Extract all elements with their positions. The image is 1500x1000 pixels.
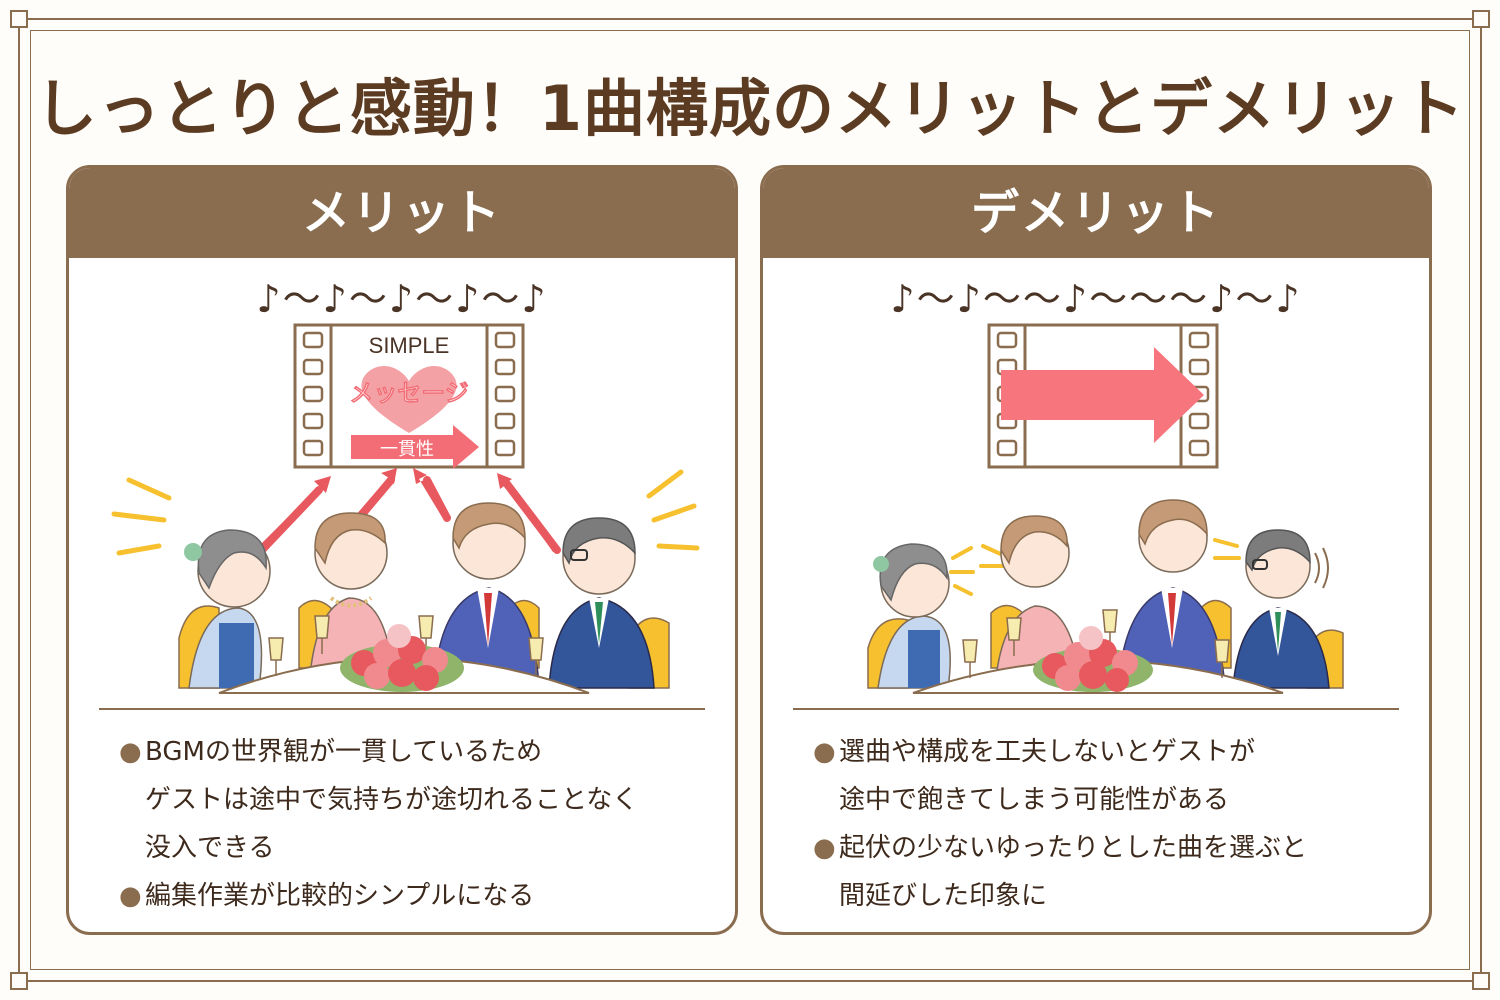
simple-label: SIMPLE [369,333,450,358]
inner-frame [30,30,1470,970]
guest-man-right [548,517,655,689]
bullet-line: 間延びした印象に [839,881,1048,911]
corner-ornament [10,972,28,990]
guest-man-right [1232,529,1330,689]
sparkle-lines [111,469,700,556]
heart-label: メッセージ [349,379,469,407]
page-title: しっとりと感動！1曲構成のメリットとデメリット [34,72,1466,145]
bullet-line: 編集作業が比較的シンプルになる [145,881,535,911]
bullet-line: 起伏の少ないゆったりとした曲を選ぶと [839,833,1308,863]
sound-waves [1314,547,1329,589]
champagne-glasses [268,615,544,676]
film-strip: SIMPLE メッセージ 一貫性 [293,323,525,469]
guest-woman-left [184,529,271,689]
corner-ornament [1472,972,1490,990]
consistency-arrow [351,425,479,469]
long-arrow [1001,347,1204,443]
outer-frame [18,18,1482,982]
bullet-line: 没入できる [145,833,275,863]
demerit-heading: デメリット [763,168,1429,258]
bullet-line: ゲストは途中で気持ちが途切れることなく [145,785,639,815]
merit-divider [99,708,705,710]
merit-music-notes: ♪～♪～♪～♪～♪ [256,277,548,321]
bullet-line: 途中で飽きてしまう可能性がある [839,785,1230,815]
rose-bouquet [1033,626,1153,692]
guest-woman-left [873,543,951,689]
demerit-bullet-2: 起伏の少ないゆったりとした曲を選ぶと 間延びした印象に [813,824,1399,920]
merit-illustration: SIMPLE メッセージ 一貫性 [111,323,700,694]
corner-ornament [10,10,28,28]
rose-bouquet [340,624,464,692]
heart-icon [361,366,457,433]
merit-bullets: BGMの世界観が一貫しているため ゲストは途中で気持ちが途切れることなく 没入で… [119,728,705,920]
demerit-bullets: 選曲や構成を工夫しないとゲストが 途中で飽きてしまう可能性がある 起伏の少ないゆ… [813,728,1399,920]
merit-bullet-1: BGMの世界観が一貫しているため ゲストは途中で気持ちが途切れることなく 没入で… [119,728,705,872]
film-strip [987,323,1219,469]
demerit-bullet-1: 選曲や構成を工夫しないとゲストが 途中で飽きてしまう可能性がある [813,728,1399,824]
arrow-label: 一貫性 [380,439,434,460]
champagne-glasses [962,609,1230,678]
merit-bullet-2: 編集作業が比較的シンプルになる [119,872,705,920]
demerit-music-notes: ♪～♪～～♪～～～♪～♪ [890,277,1302,321]
demerit-divider [793,708,1399,710]
demerit-illustration [867,323,1344,694]
demerit-panel: デメリット ♪～♪～～♪～～～♪～♪ [760,165,1432,935]
bullet-line: BGMの世界観が一貫しているため [145,737,543,767]
merit-heading: メリット [69,168,735,258]
merit-panel: メリット ♪～♪～♪～♪～♪ SIMPLE メッセージ 一貫性 [66,165,738,935]
corner-ornament [1472,10,1490,28]
bullet-line: 選曲や構成を工夫しないとゲストが [839,737,1256,767]
